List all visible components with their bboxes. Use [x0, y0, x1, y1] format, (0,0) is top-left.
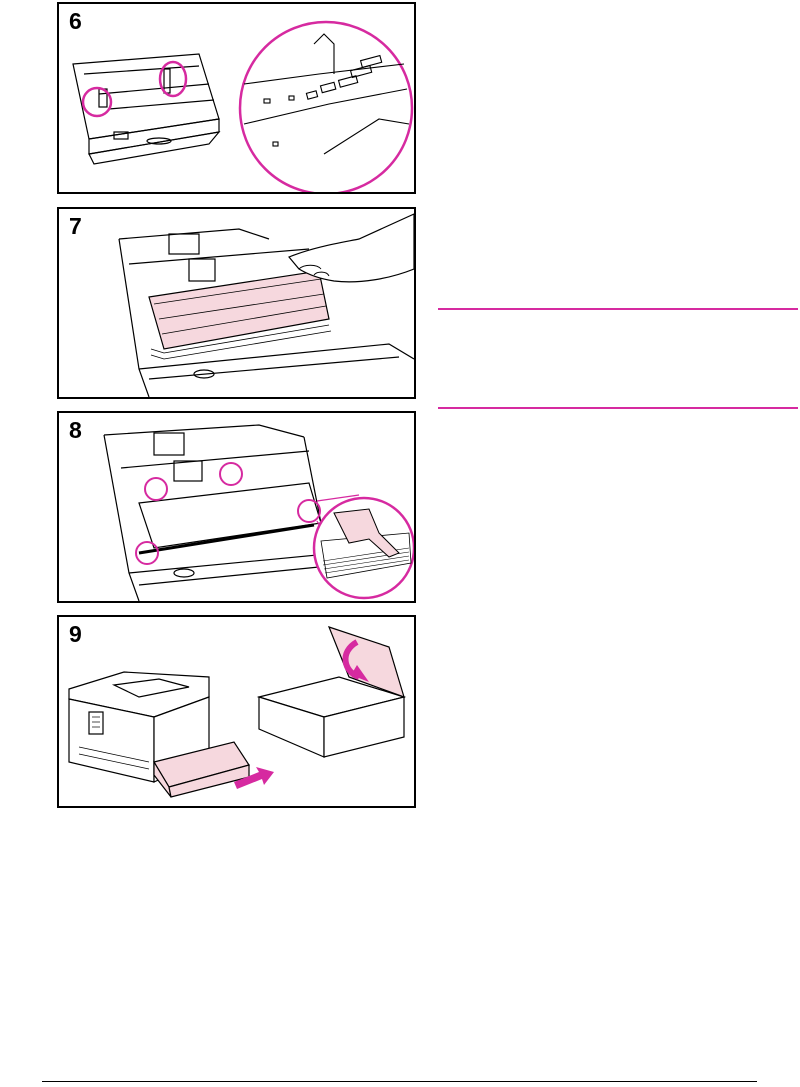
footer-rule	[42, 1081, 757, 1082]
step-6-panel: 6	[57, 2, 416, 194]
zoom-circle	[240, 22, 412, 192]
hand-loading-paper-into-tray-illustration	[59, 209, 414, 397]
note-bottom-rule	[438, 407, 798, 409]
step-7-panel: 7	[57, 207, 416, 399]
step-9-panel: 9	[57, 615, 416, 808]
step-number: 6	[69, 8, 82, 35]
step-number: 8	[69, 417, 82, 444]
step-number: 9	[69, 621, 82, 648]
tray-insert-into-printer-illustration	[59, 617, 414, 806]
paper-tray-guides-zoom-illustration	[59, 4, 414, 192]
step-8-panel: 8	[57, 411, 416, 603]
tab-circle	[220, 463, 242, 485]
tab-circle	[298, 500, 320, 522]
tab-circle	[145, 478, 167, 500]
note-top-rule	[438, 308, 798, 310]
paper-under-tabs-zoom-illustration	[59, 413, 414, 601]
step-number: 7	[69, 213, 82, 240]
hand	[289, 214, 414, 282]
